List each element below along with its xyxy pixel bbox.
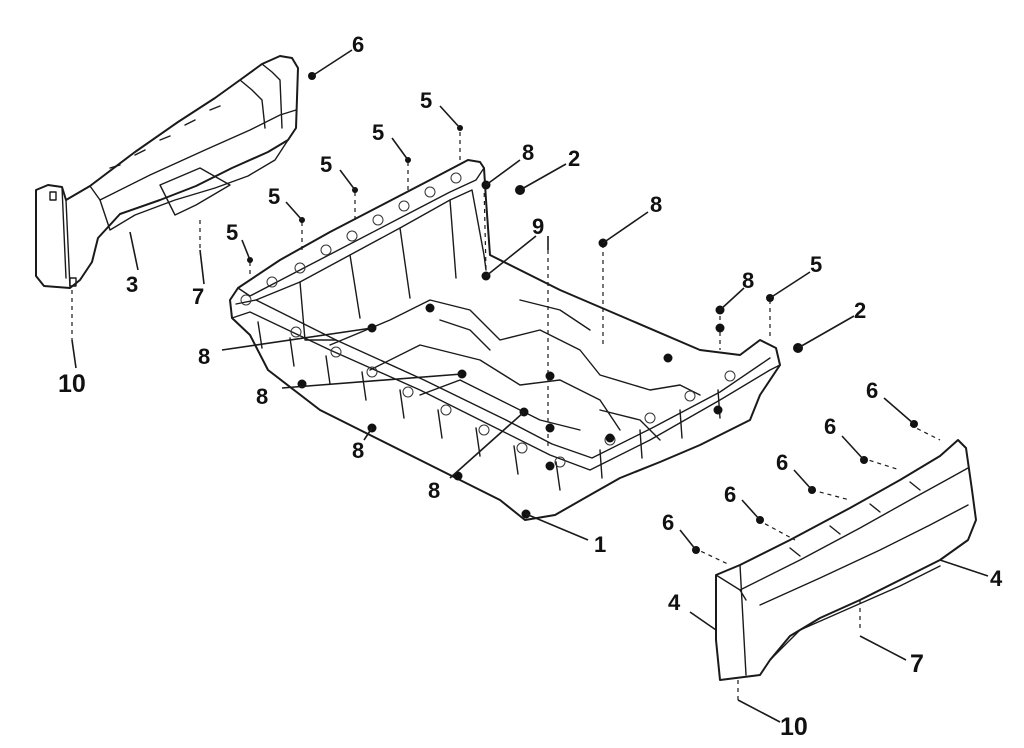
callout-2: 2 — [854, 298, 866, 323]
callout-5: 5 — [268, 184, 280, 209]
callout-5: 5 — [372, 120, 384, 145]
callout-8: 8 — [352, 438, 364, 463]
callout-5: 5 — [320, 152, 332, 177]
callout-6: 6 — [866, 378, 878, 403]
callout-6: 6 — [352, 32, 364, 57]
callout-2: 2 — [568, 146, 580, 171]
callout-10: 10 — [58, 370, 86, 398]
callout-5: 5 — [420, 88, 432, 113]
callout-8: 8 — [198, 344, 210, 369]
callout-6: 6 — [662, 510, 674, 535]
callout-labels: 6 5 5 5 5 5 8 2 8 9 8 5 2 3 7 10 8 8 8 8… — [58, 32, 1003, 741]
callout-1: 1 — [594, 532, 606, 557]
callout-8: 8 — [428, 478, 440, 503]
callout-9: 9 — [532, 214, 544, 239]
callout-4: 4 — [990, 566, 1003, 591]
rim-bolt-holes — [240, 172, 736, 468]
callout-8: 8 — [742, 268, 754, 293]
assembly-lines — [71, 132, 941, 700]
callout-4: 4 — [668, 590, 681, 615]
part-4-right-bracket — [715, 439, 977, 681]
callout-6: 6 — [776, 450, 788, 475]
part-1-main-tray — [229, 159, 781, 521]
callout-7: 7 — [910, 650, 924, 678]
callout-6: 6 — [724, 482, 736, 507]
part-3-left-bracket — [35, 55, 299, 289]
callout-8: 8 — [522, 140, 534, 165]
callout-3: 3 — [126, 272, 138, 297]
callout-5: 5 — [810, 252, 822, 277]
callout-8: 8 — [650, 192, 662, 217]
leader-lines — [71, 49, 989, 723]
callout-7: 7 — [192, 284, 204, 309]
callout-5: 5 — [226, 220, 238, 245]
callout-10: 10 — [780, 713, 808, 741]
callout-8: 8 — [256, 384, 268, 409]
callout-6: 6 — [824, 414, 836, 439]
